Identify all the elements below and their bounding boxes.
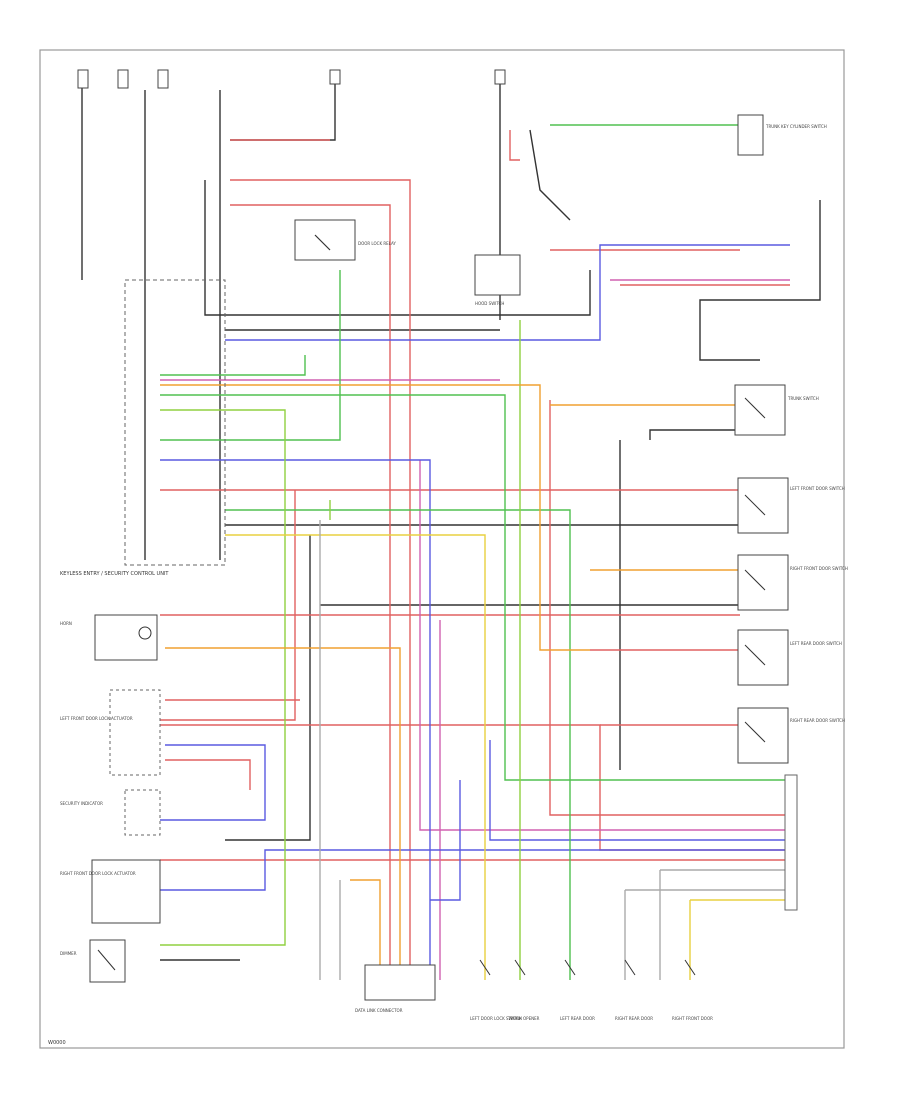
bottom-switch-3 — [564, 959, 576, 976]
rf-door-lock-actuator-label: RIGHT FRONT DOOR LOCK ACTUATOR — [60, 871, 136, 876]
diagram-frame — [39, 49, 845, 1049]
bottom-switch-3-label: LEFT REAR DOOR — [560, 1016, 595, 1021]
relay-label: DOOR LOCK RELAY — [358, 241, 396, 246]
lf-door-switch-contact — [744, 494, 766, 516]
fuse-1 — [77, 69, 89, 89]
bottom-switch-1 — [479, 959, 491, 976]
green-wires — [160, 124, 790, 980]
wire-layer — [81, 75, 821, 980]
relay-contact — [314, 234, 331, 251]
bottom-switch-2 — [514, 959, 526, 976]
security-indicator-label: SECURITY INDICATOR — [60, 801, 103, 806]
bottom-switch-5 — [684, 959, 696, 976]
hood-switch — [474, 254, 521, 296]
rf-door-lock-actuator — [91, 859, 161, 924]
trunk-switch-contact — [744, 397, 766, 419]
lf-door-lock-actuator-label: LEFT FRONT DOOR LOCK ACTUATOR — [60, 716, 133, 721]
left-components: HORN LEFT FRONT DOOR LOCK ACTUATOR SECUR… — [60, 614, 161, 983]
pink-wires — [160, 279, 790, 980]
left-rear-door-switch — [737, 629, 789, 686]
trunk-switch — [734, 384, 786, 436]
right-front-door-switch — [737, 554, 789, 611]
bottom-switch-1-label: LEFT DOOR LOCK SWITCH — [470, 1016, 522, 1021]
lr-door-switch-label: LEFT REAR DOOR SWITCH — [790, 641, 842, 646]
bottom-switches: LEFT DOOR LOCK SWITCH TRUNK OPENER LEFT … — [470, 959, 713, 1021]
hood-switch-label: HOOD SWITCH — [475, 301, 504, 306]
rf-door-switch-label: RIGHT FRONT DOOR SWITCH — [790, 566, 848, 571]
horn — [94, 614, 158, 661]
grey-wires — [319, 520, 790, 980]
rr-door-switch-label: RIGHT REAR DOOR SWITCH — [790, 718, 845, 723]
right-rear-door-switch — [737, 707, 789, 764]
bottom-switch-5-label: RIGHT FRONT DOOR — [672, 1016, 713, 1021]
fuse-5 — [494, 69, 506, 85]
keyless-unit-label: KEYLESS ENTRY / SECURITY CONTROL UNIT — [60, 571, 169, 577]
bottom-switch-4 — [624, 959, 636, 976]
keyless-unit-box — [124, 279, 226, 566]
door-lock-relay — [294, 219, 356, 261]
rr-door-switch-contact — [744, 721, 766, 743]
fuse-2 — [117, 69, 129, 89]
dimmer-label: DIMMER — [60, 951, 77, 956]
fuse-3 — [157, 69, 169, 89]
fuse-4 — [329, 69, 341, 85]
trunk-key-cylinder-label: TRUNK KEY CYLINDER SWITCH — [765, 124, 827, 129]
lf-door-lock-actuator-box — [109, 689, 161, 776]
footer-code: W0000 — [48, 1040, 66, 1046]
rf-door-switch-contact — [744, 569, 766, 591]
data-link-label: DATA LINK CONNECTOR — [355, 1008, 403, 1013]
blue-wires — [160, 244, 790, 980]
left-front-door-switch — [737, 477, 789, 534]
bottom-switch-4-label: RIGHT REAR DOOR — [615, 1016, 653, 1021]
right-connector — [784, 774, 798, 911]
lime-wires — [160, 320, 521, 980]
lr-door-switch-contact — [744, 644, 766, 666]
trunk-key-cylinder-switch — [737, 114, 764, 156]
horn-symbol — [138, 626, 152, 640]
black-wires — [81, 75, 821, 961]
horn-label: HORN — [60, 621, 72, 626]
data-link-connector — [364, 964, 436, 1001]
dimmer-contact — [97, 949, 116, 971]
fuse-block — [77, 69, 506, 89]
right-switches: TRUNK KEY CYLINDER SWITCH TRUNK SWITCH L… — [734, 114, 848, 764]
trunk-switch-label: TRUNK SWITCH — [787, 396, 819, 401]
lf-door-switch-label: LEFT FRONT DOOR SWITCH — [790, 486, 845, 491]
orange-wires — [160, 384, 740, 980]
bottom-switch-2-label: TRUNK OPENER — [507, 1016, 540, 1021]
security-indicator-box — [124, 789, 161, 836]
